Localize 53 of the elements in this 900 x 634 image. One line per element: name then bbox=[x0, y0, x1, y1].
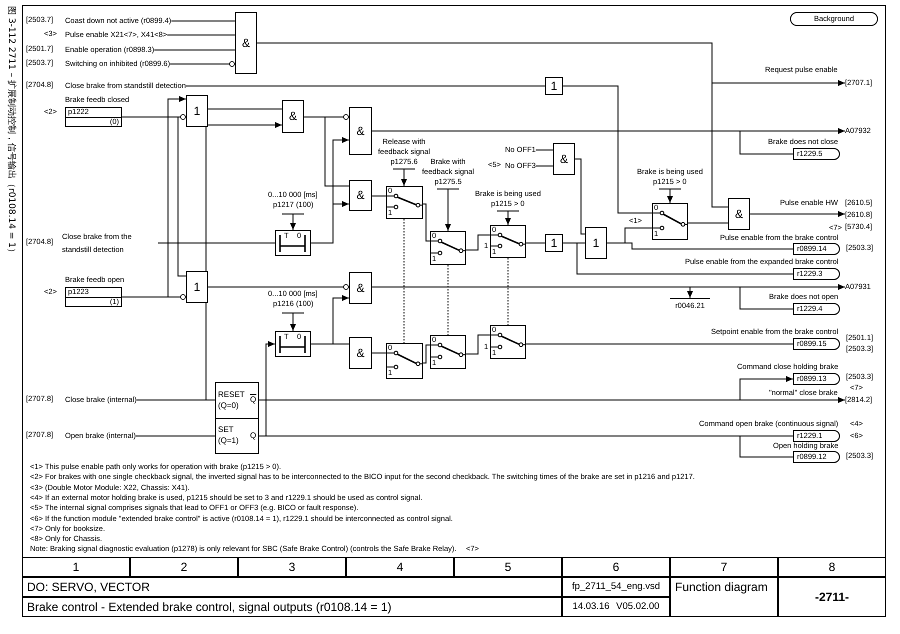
or-gate: 1 bbox=[585, 227, 607, 259]
signal-line bbox=[122, 116, 186, 276]
signal-line bbox=[606, 242, 794, 250]
not-gate: 1 bbox=[545, 77, 563, 95]
arrow bbox=[750, 211, 846, 217]
and-gate: & bbox=[553, 143, 575, 175]
and-gate: & bbox=[349, 337, 372, 369]
signal-line bbox=[372, 352, 386, 354]
footer-cell: Brake control - Extended brake control, signal outputs (r0108.14 = 1) bbox=[22, 597, 562, 617]
signal-line bbox=[526, 242, 546, 244]
column-number: 5 bbox=[454, 557, 562, 577]
and-gate: & bbox=[728, 198, 750, 230]
and-gate: & bbox=[282, 100, 304, 133]
arrow bbox=[310, 201, 350, 244]
footer-cell: Function diagram bbox=[670, 577, 778, 617]
footer-cell: 14.03.16 V05.02.00 bbox=[562, 597, 670, 617]
signal-line bbox=[422, 344, 430, 364]
parameter-box bbox=[65, 287, 122, 307]
signal-line bbox=[304, 116, 350, 186]
column-number: 2 bbox=[130, 557, 238, 577]
signal-line bbox=[170, 61, 236, 67]
side-caption: 图 3-112 2711 – 扩展制动控制，信号输出（r0108.14 = 1） bbox=[5, 6, 17, 257]
signal-line bbox=[422, 204, 430, 242]
column-number: 6 bbox=[562, 557, 670, 577]
flip-flop-label: RESET (Q=0) bbox=[218, 389, 246, 411]
flip-flop-box bbox=[215, 382, 259, 454]
or-gate: 1 bbox=[186, 95, 208, 127]
signal-line bbox=[466, 334, 490, 354]
signal-line bbox=[574, 158, 586, 234]
not-gate: 1 bbox=[545, 234, 563, 252]
footer-cell: -2711- bbox=[778, 577, 886, 617]
column-number: 8 bbox=[778, 557, 886, 577]
signal-line bbox=[122, 294, 186, 300]
parameter-box bbox=[65, 107, 122, 127]
and-gate: & bbox=[349, 180, 372, 211]
signal-line bbox=[158, 242, 276, 244]
footer-cell: fp_2711_54_eng.vsd bbox=[562, 577, 670, 597]
flip-flop-label: Q bbox=[250, 431, 256, 441]
signal-line bbox=[466, 234, 490, 250]
or-gate: 1 bbox=[186, 271, 208, 303]
signal-line bbox=[170, 20, 236, 22]
flip-flop-label: SET (Q=1) bbox=[218, 424, 240, 446]
column-number: 1 bbox=[22, 557, 130, 577]
signal-line bbox=[166, 34, 236, 36]
column-number: 7 bbox=[670, 557, 778, 577]
column-number: 4 bbox=[346, 557, 454, 577]
and-gate: & bbox=[349, 272, 372, 304]
column-number: 3 bbox=[238, 557, 346, 577]
and-gate: & bbox=[349, 107, 372, 155]
flip-flop-label: Q bbox=[250, 395, 256, 405]
and-gate: & bbox=[235, 12, 257, 74]
signal-line bbox=[688, 222, 728, 224]
footer-cell: DO: SERVO, VECTOR bbox=[22, 577, 562, 597]
